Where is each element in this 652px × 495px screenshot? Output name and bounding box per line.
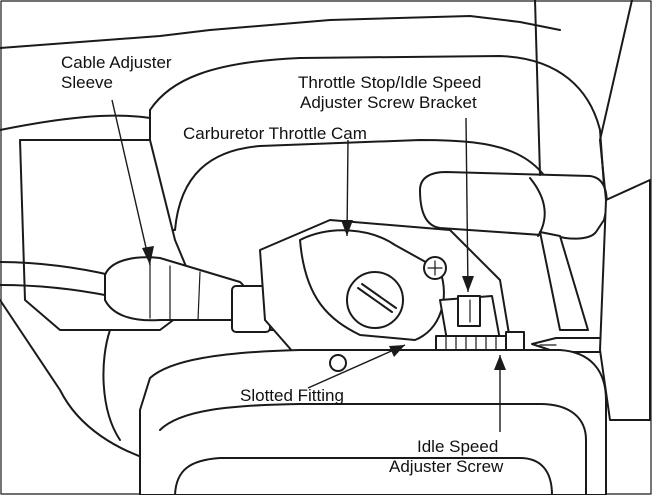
- cable-adjuster-sleeve: [104, 256, 249, 322]
- upper-housing-outline: [0, 15, 561, 49]
- label-line: Slotted Fitting: [240, 386, 344, 405]
- label-cable-adjuster-sleeve: Cable Adjuster Sleeve: [61, 53, 172, 93]
- label-line: Adjuster Screw Bracket: [300, 93, 477, 112]
- label-line: Throttle Stop/Idle Speed: [298, 73, 482, 92]
- lower-screw: [329, 354, 347, 372]
- leader-throttle-stop-bracket: [465, 117, 469, 293]
- linkage-rod: [534, 0, 541, 176]
- throttle-stop-bracket: [439, 295, 501, 347]
- label-carburetor-throttle-cam: Carburetor Throttle Cam: [183, 124, 367, 144]
- right-edge-rod: [599, 0, 633, 201]
- leader-cable-adjuster-sleeve: [111, 99, 151, 266]
- label-line: Adjuster Screw: [389, 457, 504, 476]
- label-throttle-stop-bracket: Throttle Stop/Idle Speed Adjuster Screw …: [298, 73, 481, 113]
- throttle-cable: [0, 261, 111, 276]
- leader-slotted-fitting: [307, 344, 406, 389]
- label-line: Idle Speed: [417, 437, 499, 456]
- label-line: Sleeve: [61, 73, 113, 92]
- label-slotted-fitting: Slotted Fitting: [240, 386, 344, 406]
- right-housing: [599, 179, 651, 421]
- label-idle-speed-adjuster-screw: Idle Speed Adjuster Screw: [389, 437, 503, 477]
- label-line: Carburetor Throttle Cam: [183, 124, 367, 143]
- lower-shroud: [139, 349, 607, 495]
- label-line: Cable Adjuster: [61, 53, 172, 72]
- upper-housing-inner: [0, 114, 151, 131]
